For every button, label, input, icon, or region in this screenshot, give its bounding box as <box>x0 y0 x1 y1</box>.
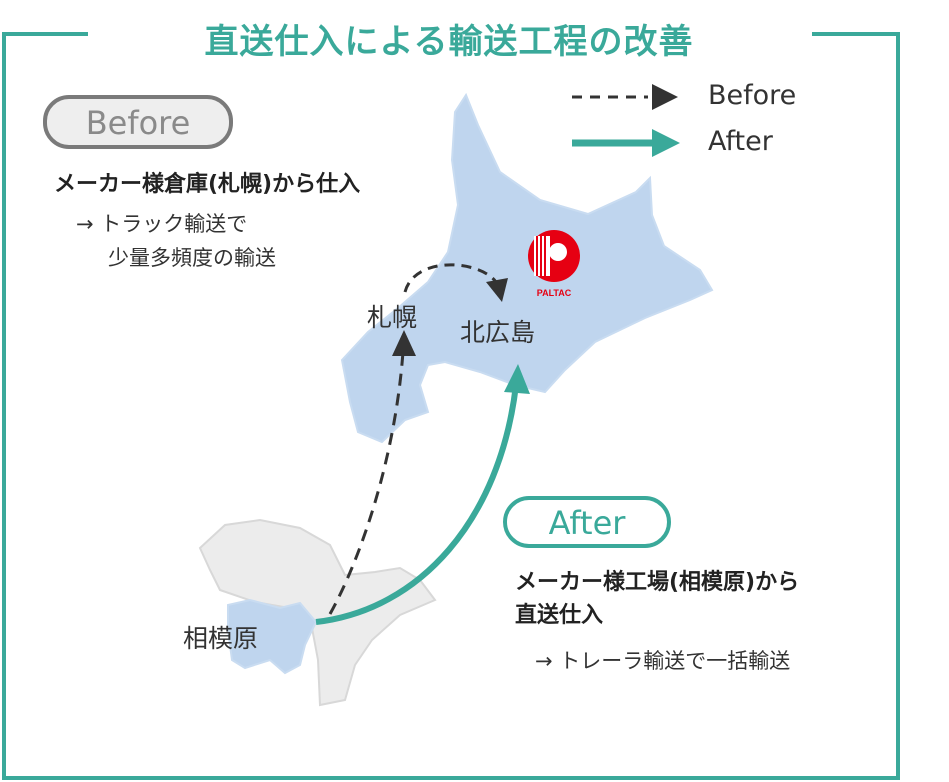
svg-text:PALTAC: PALTAC <box>537 288 572 298</box>
legend-before-arrowhead <box>652 84 678 110</box>
legend-before-label: Before <box>708 80 797 111</box>
paltac-logo: PALTAC <box>528 230 580 298</box>
after-badge: After <box>503 496 671 548</box>
after-heading-1: メーカー様工場(相模原)から <box>515 570 800 595</box>
before-transfer-arrow <box>403 263 498 293</box>
page-title: 直送仕入による輸送工程の改善 <box>204 22 694 62</box>
before-line1: → トラック輸送で <box>76 212 248 236</box>
after-line1: → トレーラ輸送で一括輸送 <box>535 649 791 673</box>
place-kitahiroshima: 北広島 <box>460 318 536 347</box>
place-sagamihara: 相模原 <box>183 624 259 653</box>
before-route-arrow <box>328 351 405 615</box>
before-transfer-arrowhead <box>486 278 508 302</box>
legend-after-label: After <box>708 126 773 157</box>
before-route-arrowhead <box>392 330 416 356</box>
before-badge: Before <box>43 95 233 149</box>
after-route-arrowhead <box>504 364 530 394</box>
after-heading-2: 直送仕入 <box>515 603 604 628</box>
frame <box>2 32 900 780</box>
before-heading: メーカー様倉庫(札幌)から仕入 <box>54 172 361 197</box>
place-sapporo: 札幌 <box>367 303 418 332</box>
legend-after-arrowhead <box>652 129 680 157</box>
after-route-arrow <box>315 384 519 625</box>
before-line2: 少量多頻度の輸送 <box>108 246 276 270</box>
kanagawa-shape <box>227 598 318 675</box>
